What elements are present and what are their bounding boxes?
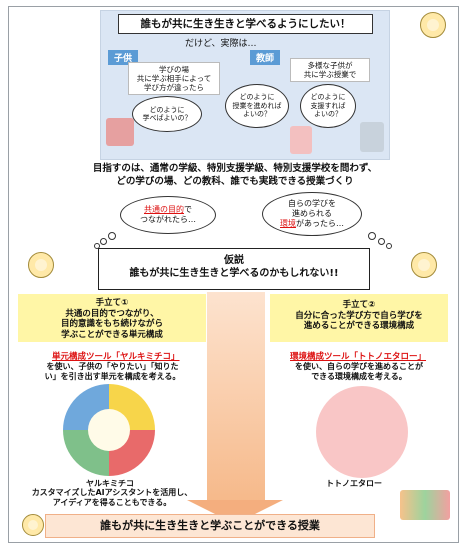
thought-dot: [386, 243, 392, 249]
child-illustration: [106, 118, 134, 146]
yarukimichiko-chart-center: [88, 409, 130, 451]
yarukimichiko-logo: ヤルキミチコ: [86, 479, 134, 488]
poster-frame: [8, 6, 459, 543]
thought-dot: [108, 232, 116, 240]
teacher-question-bubble-1: どのように授業を進めればよいの？: [225, 84, 289, 128]
goal-banner: 誰もが共に生き生きと学べるようにしたい！: [118, 14, 373, 34]
child-note: 学びの場共に学ぶ相手によって学び方が違ったら: [128, 62, 220, 95]
mascot-icon: [420, 12, 446, 38]
totonoetaro-logo: トトノエタロー: [326, 479, 382, 488]
teacher-note: 多様な子供が共に学ぶ授業で: [290, 58, 370, 82]
teacher-tag: 教師: [250, 50, 281, 65]
thought-dot: [378, 238, 385, 245]
children-illustration: [400, 490, 450, 520]
child-tag: 子供: [108, 50, 139, 65]
method2-box: 手立て② 自分に合った学び方で自ら学びを 進めることができる環境構成: [270, 294, 448, 342]
environment-cloud: 自らの学びを 進められる 環境があったら…: [262, 192, 362, 236]
outcome-banner: 誰もが共に生き生きと学ぶことができる授業: [45, 514, 375, 538]
mascot-right-icon: [411, 252, 437, 278]
mascot-left-icon: [28, 252, 54, 278]
thought-dot: [100, 238, 107, 245]
thought-dot: [94, 243, 100, 249]
unit-tool-title: 単元構成ツール「ヤルキミチコ」: [52, 352, 180, 362]
child-question-bubble: どのように学べばよいの？: [132, 96, 202, 132]
mission-statement: 目指すのは、通常の学級、特別支援学級、特別支援学校を問わず、 どの学びの場、どの…: [92, 163, 378, 187]
ai-assistant-note: カスタマイズしたAIアシスタントを活用し、 アイディアを得ることもできる。: [31, 488, 193, 507]
method1-box: 手立て① 共通の目的でつながり、 目的意識をもち続けながら 学ぶことができる単元…: [18, 294, 206, 342]
reality-subtitle: だけど、実際は…: [185, 39, 257, 49]
progress-arrow: [207, 292, 265, 502]
mascot-bottom-icon: [22, 514, 44, 536]
environment-tool-desc: を使い、自らの学びを進めることが できる環境構成を考える。: [295, 362, 423, 381]
environment-tool-title: 環境構成ツール「トトノエタロー」: [290, 352, 427, 362]
hypothesis-box: 仮説 誰もが共に生き生きと学べるのかもしれない!!: [98, 248, 370, 290]
totonoetaro-poster-graphic: [316, 386, 408, 478]
thought-dot: [368, 232, 376, 240]
teacher-question-bubble-2: どのように支援すればよいの？: [300, 84, 356, 128]
teacher-woman-illustration: [290, 126, 312, 154]
common-purpose-cloud: 共通の目的で つながれたら…: [120, 196, 216, 234]
teacher-man-illustration: [360, 122, 384, 152]
unit-tool-desc: を使い、子供の「やりたい」「知りた い」を引き出す単元を構成を考える。: [44, 362, 181, 381]
